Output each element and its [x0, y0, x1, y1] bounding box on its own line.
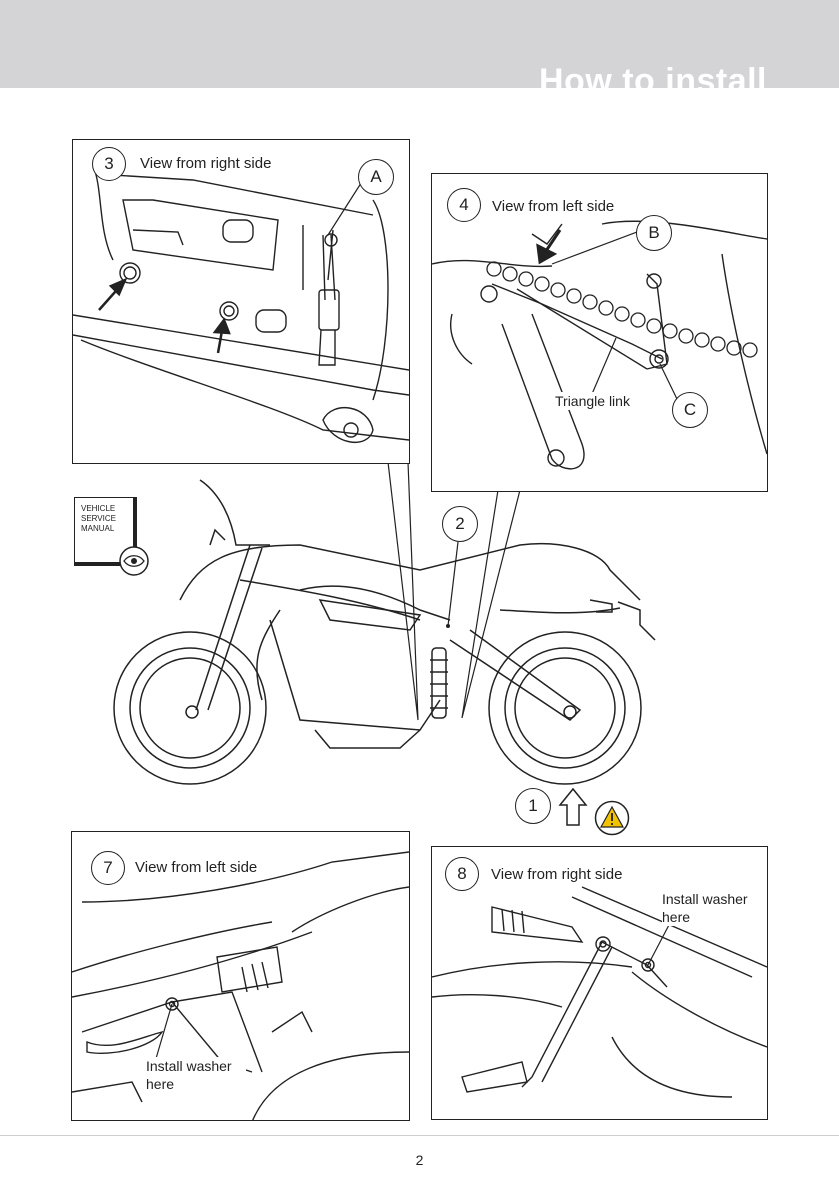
page-number: 2 [415, 1152, 424, 1168]
page-title: How to install [539, 62, 767, 88]
footer-divider [0, 1135, 839, 1136]
step-8-number: 8 [445, 857, 479, 891]
up-arrow-icon [558, 787, 588, 826]
step-4-caption: View from left side [492, 198, 615, 215]
panel-step-8: 8 View from right side Install washer he… [431, 846, 768, 1120]
callout-c: C [672, 392, 708, 428]
callout-2: 2 [442, 506, 478, 542]
panel-step-4: 4 View from left side B Triangle link C [431, 173, 768, 492]
step-3-number: 3 [92, 147, 126, 181]
callout-1: 1 [515, 788, 551, 824]
page-header: How to install [0, 0, 839, 88]
panel-step-3: 3 View from right side A [72, 139, 410, 464]
step-8-illustration [432, 886, 767, 1098]
step-8-caption: View from right side [491, 866, 623, 883]
step-7-caption: View from left side [135, 859, 258, 876]
eye-icon [119, 546, 149, 576]
step-4-illustration [432, 220, 767, 470]
callout-a: A [358, 159, 394, 195]
step-7-number: 7 [91, 851, 125, 885]
step-4-number: 4 [447, 188, 481, 222]
manual-label: VEHICLE SERVICE MANUAL [81, 504, 116, 533]
callout-b: B [636, 215, 672, 251]
step-8-install-washer-note: Install washer here [662, 890, 762, 926]
panel-step-7: 7 View from left side Install washer her… [71, 831, 410, 1121]
warning-icon [594, 800, 630, 836]
step-3-illustration [73, 164, 409, 444]
step-7-install-washer-note: Install washer here [146, 1057, 246, 1093]
triangle-link-label: Triangle link [555, 392, 630, 410]
step-3-caption: View from right side [140, 155, 272, 172]
